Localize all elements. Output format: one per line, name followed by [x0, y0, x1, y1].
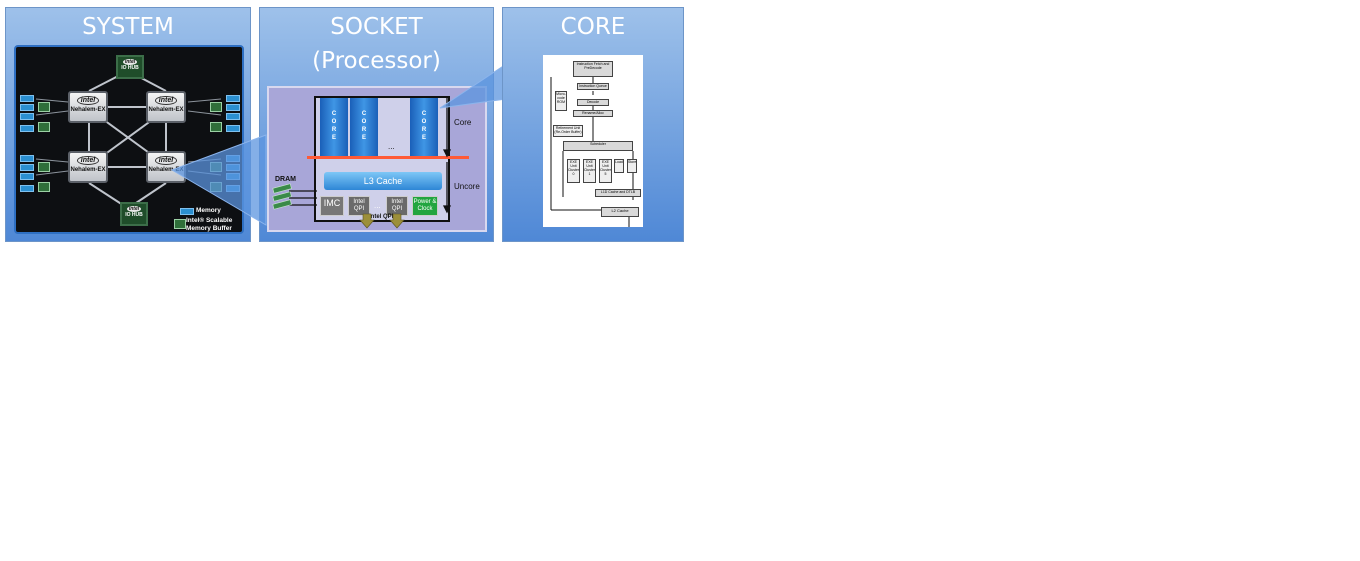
legend-memory: Memory: [196, 207, 221, 214]
memory-buffer: [38, 122, 50, 132]
qpi-block: Intel QPI: [348, 196, 370, 216]
exe-cluster-block: EXE Unit Cluster 0: [567, 159, 580, 183]
memory-buffer: [38, 102, 50, 112]
l2-block: L2 Cache: [601, 207, 639, 217]
uncore-ellipsis: ...: [374, 201, 381, 210]
cpu-label: Nehalem-EX: [70, 167, 106, 173]
legend-buffer-swatch: [174, 219, 186, 229]
core-ellipsis: ...: [388, 142, 395, 151]
io-hub-bottom: intel IO HUB: [120, 202, 148, 226]
memory-buffer: [210, 122, 222, 132]
rename-block: Rename/Alloc: [573, 110, 613, 117]
dram-label: DRAM: [275, 176, 296, 183]
core-pipeline-diagram: Instruction Fetch and PreDecode Instruct…: [543, 55, 643, 227]
l3-cache: L3 Cache: [324, 172, 442, 190]
socket-subtitle: (Processor): [312, 48, 441, 74]
core-side-label: Core: [454, 118, 472, 127]
core-pipeline-lines: [550, 77, 634, 227]
io-hub-top: intel IO HUB: [116, 55, 144, 79]
queue-block: Instruction Queue: [577, 83, 609, 90]
intel-logo-icon: intel: [76, 96, 100, 105]
core-title: CORE: [560, 14, 626, 40]
memory-dimm: [226, 164, 240, 171]
cpu-label: Nehalem-EX: [148, 167, 184, 173]
microcode-block: Micro-code ROM: [555, 91, 567, 111]
memory-buffer: [38, 162, 50, 172]
fetch-block: Instruction Fetch and PreDecode: [573, 61, 613, 77]
store-block: Store: [627, 159, 637, 173]
core-bar-label: CORE: [331, 111, 337, 141]
system-board: intel IO HUB intel IO HUB intel Nehalem-…: [14, 45, 244, 234]
memory-dimm: [20, 185, 34, 192]
core-uncore-divider: [307, 156, 469, 159]
cpu-label: Nehalem-EX: [148, 107, 184, 113]
exe-cluster-block: EXE Unit Cluster 1: [583, 159, 596, 183]
memory-dimm: [20, 113, 34, 120]
legend-buffer-line2: Memory Buffer: [186, 225, 232, 232]
io-hub-label: IO HUB: [125, 212, 143, 218]
socket-arrows: [272, 98, 452, 229]
socket-title: SOCKET: [330, 14, 423, 40]
exe-cluster-block: EXE Unit Cluster 5: [599, 159, 612, 183]
intel-logo-icon: intel: [154, 96, 178, 105]
cpu-chip: intel Nehalem-EX: [146, 91, 186, 123]
legend-buffer-line1: Intel® Scalable: [186, 217, 233, 224]
memory-dimm: [226, 173, 240, 180]
l1d-block: L1D Cache and DTLB: [595, 189, 641, 197]
system-panel: SYSTEM: [5, 7, 251, 242]
power-clock-block: Power & Clock: [412, 196, 438, 216]
imc-block: IMC: [320, 196, 344, 216]
core-bar-label: CORE: [421, 111, 427, 141]
load-block: Load: [614, 159, 624, 173]
memory-buffer: [210, 182, 222, 192]
cpu-chip: intel Nehalem-EX: [68, 151, 108, 183]
qpi-bottom-label: Intel QPI: [369, 214, 394, 220]
memory-dimm: [20, 104, 34, 111]
intel-logo-icon: intel: [154, 156, 178, 165]
memory-dimm: [20, 95, 34, 102]
decode-block: Decode: [577, 99, 609, 106]
cpu-chip: intel Nehalem-EX: [68, 91, 108, 123]
memory-dimm: [20, 125, 34, 132]
core-bar: CORE: [350, 98, 378, 158]
memory-dimm: [226, 155, 240, 162]
scheduler-block: Scheduler: [563, 141, 633, 151]
intel-logo-icon: intel: [126, 206, 142, 212]
socket-panel: SOCKET (Processor) CORE CORE CORE ... L3…: [259, 7, 494, 242]
legend-memory-swatch: [180, 208, 194, 215]
cpu-label: Nehalem-EX: [70, 107, 106, 113]
processor-die: CORE CORE CORE ... L3 Cache IMC Intel QP…: [314, 96, 450, 222]
core-bar: CORE: [410, 98, 438, 158]
intel-logo-icon: intel: [122, 59, 138, 65]
uncore-side-label: Uncore: [454, 182, 480, 191]
memory-dimm: [226, 185, 240, 192]
memory-buffer: [210, 162, 222, 172]
cpu-chip: intel Nehalem-EX: [146, 151, 186, 183]
memory-buffer: [38, 182, 50, 192]
core-bar-label: CORE: [361, 111, 367, 141]
memory-dimm: [20, 164, 34, 171]
core-bar: CORE: [320, 98, 348, 158]
io-hub-label: IO HUB: [121, 65, 139, 71]
memory-dimm: [20, 173, 34, 180]
system-title: SYSTEM: [82, 14, 174, 40]
core-panel: CORE Instruction Fetch and PreDecode Ins…: [502, 7, 684, 242]
memory-dimm: [226, 95, 240, 102]
memory-dimm: [226, 125, 240, 132]
qpi-block: Intel QPI: [386, 196, 408, 216]
memory-dimm: [226, 113, 240, 120]
retirement-block: Retirement Unit (Re-Order Buffer): [553, 125, 583, 137]
memory-dimm: [20, 155, 34, 162]
intel-logo-icon: intel: [76, 156, 100, 165]
memory-buffer: [210, 102, 222, 112]
socket-diagram: CORE CORE CORE ... L3 Cache IMC Intel QP…: [267, 86, 487, 232]
memory-dimm: [226, 104, 240, 111]
